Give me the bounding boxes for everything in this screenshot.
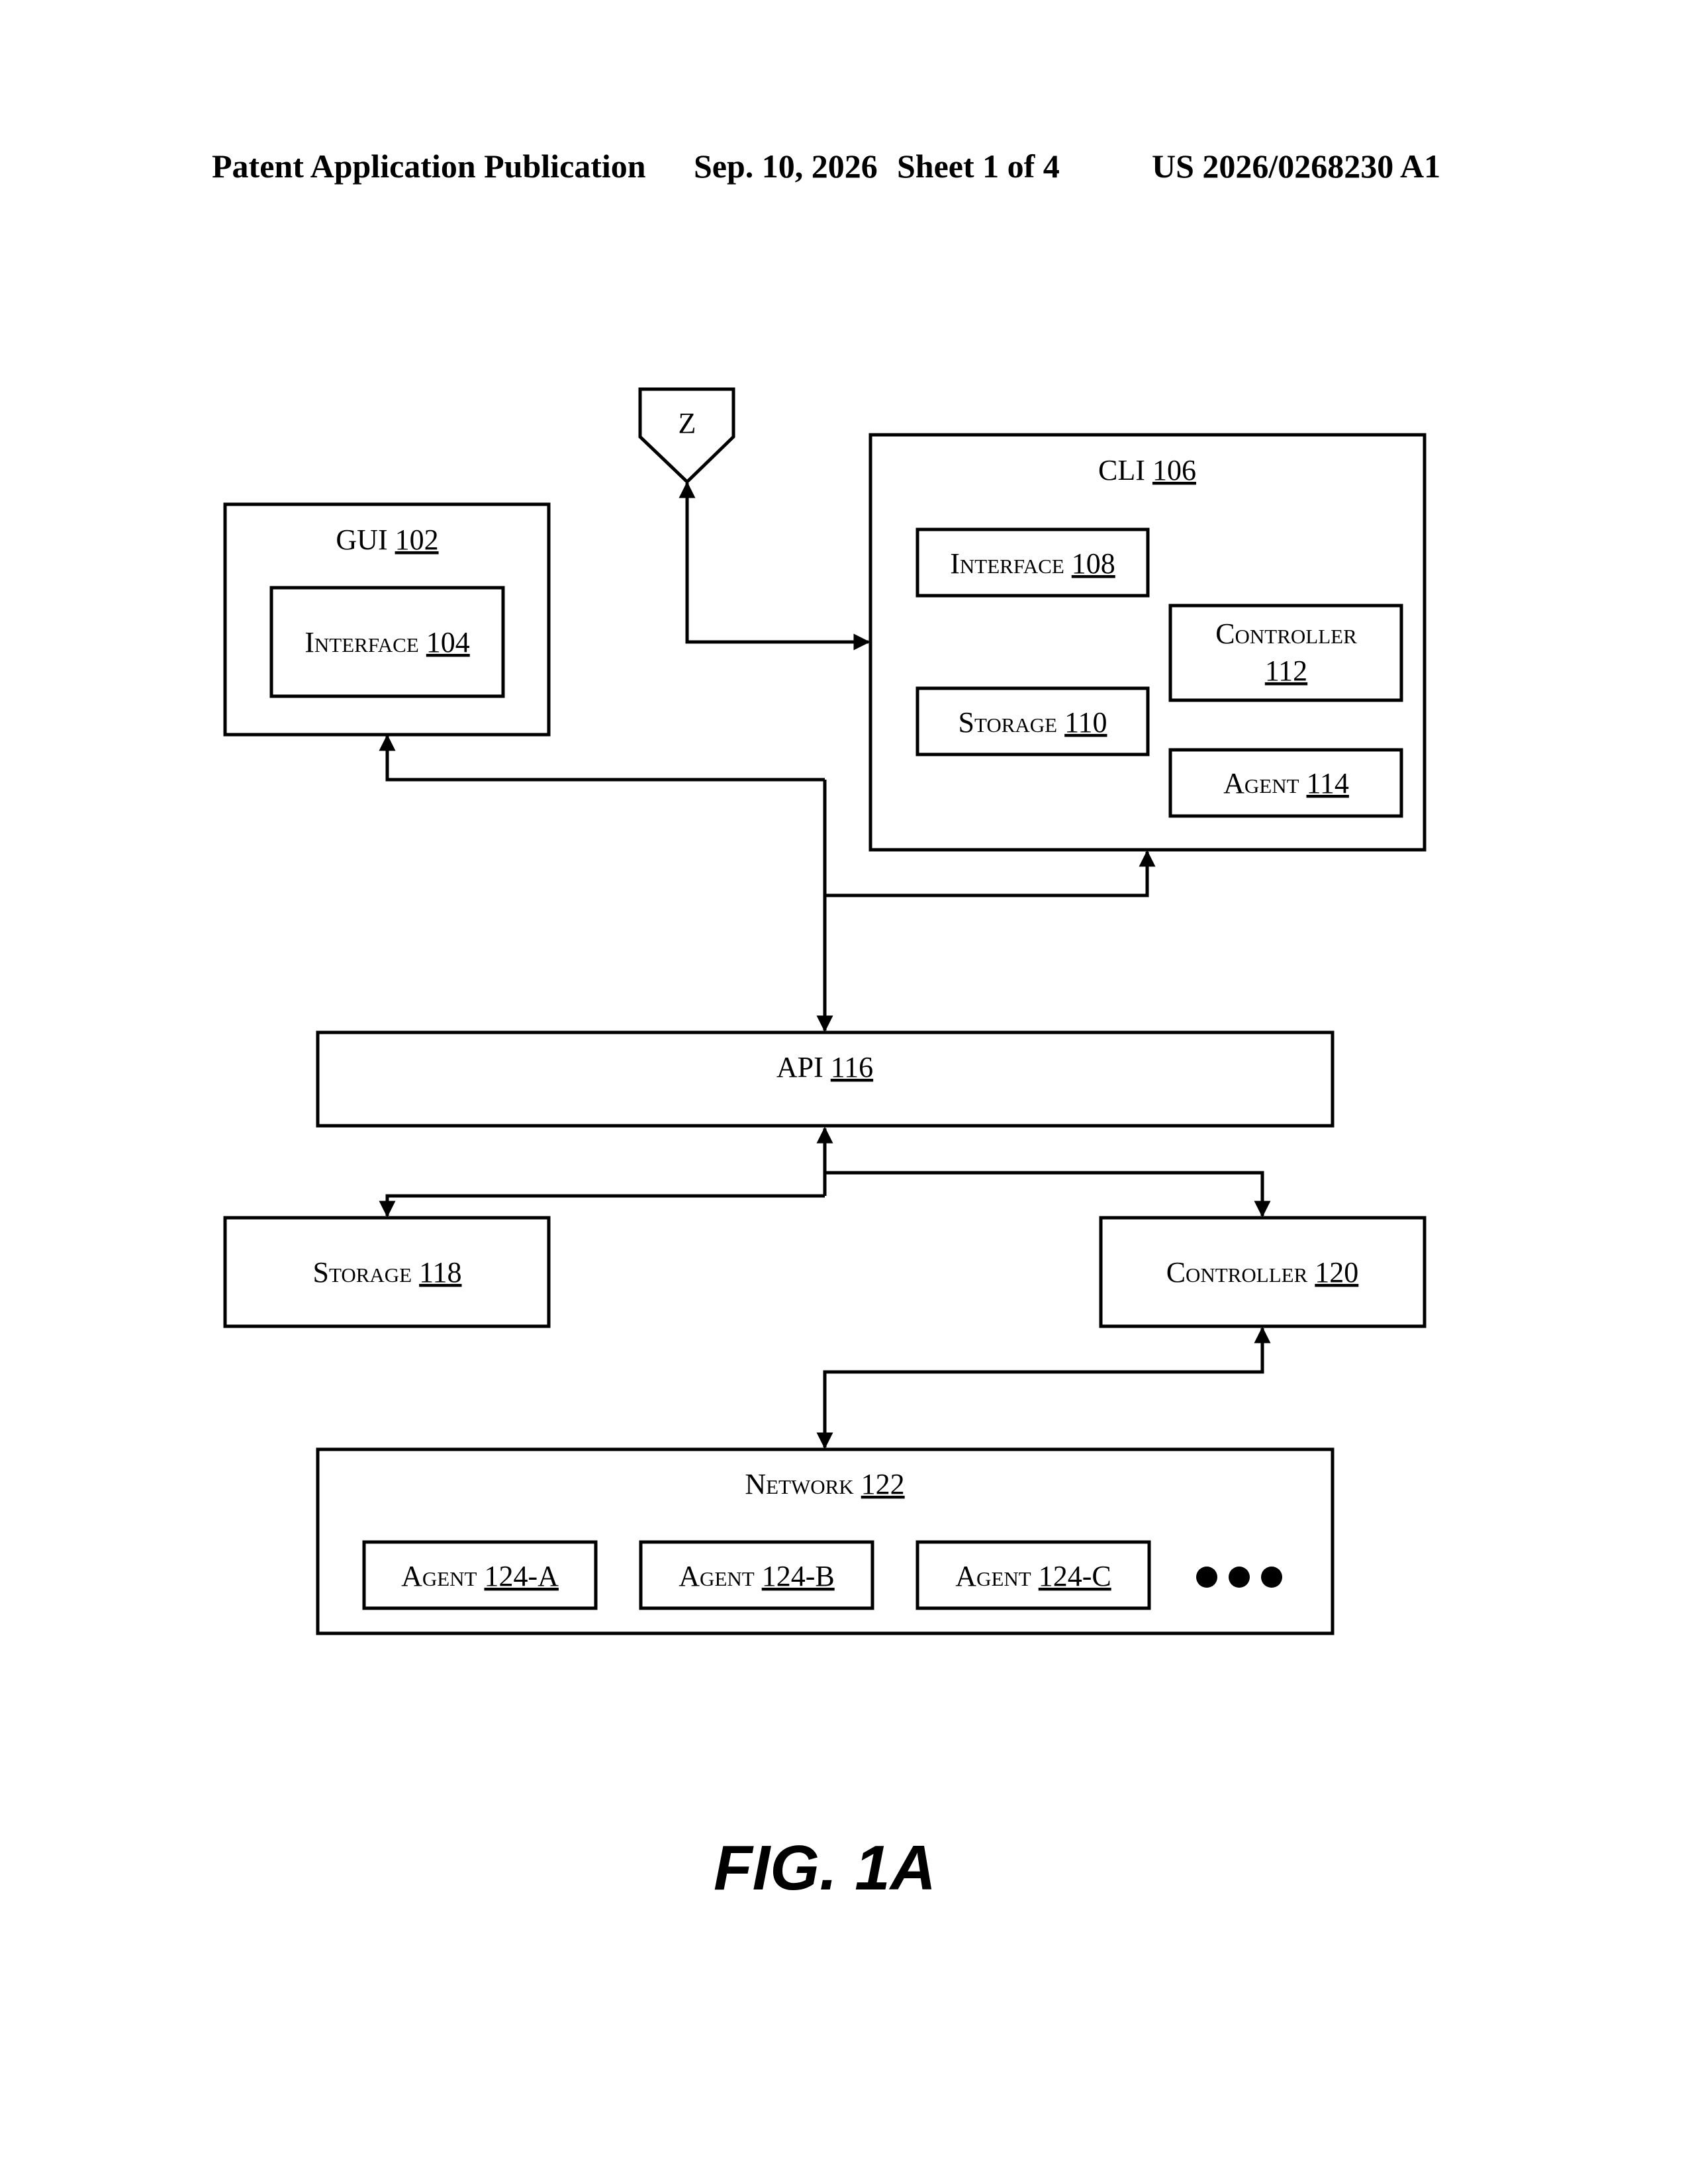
agent-114-name: Agent xyxy=(1223,767,1299,799)
agent-124a-label: Agent 124-A xyxy=(401,1560,559,1592)
network-ref: 122 xyxy=(861,1468,905,1500)
figure-label: FIG. 1A xyxy=(714,1833,936,1903)
gui-ref: 102 xyxy=(395,523,439,556)
dot xyxy=(1229,1567,1250,1588)
page-header: Patent Application Publication Sep. 10, … xyxy=(212,148,1440,185)
sheet-number: Sheet 1 of 4 xyxy=(897,148,1060,185)
arrow-api-to-storage xyxy=(387,1196,825,1216)
connector-label: Z xyxy=(679,407,696,439)
network-name: Network xyxy=(745,1468,854,1500)
cli-block: CLI 106 Interface 108 Storage 110 Contro… xyxy=(870,435,1425,850)
publication-date: Sep. 10, 2026 xyxy=(694,148,878,185)
network-label: Network 122 xyxy=(745,1468,904,1500)
storage-118-name: Storage xyxy=(313,1256,412,1289)
gui-title: GUI 102 xyxy=(336,523,438,556)
cli-name: CLI xyxy=(1098,454,1145,486)
controller-120-label: Controller 120 xyxy=(1166,1256,1359,1289)
ellipsis-dots-icon xyxy=(1196,1567,1282,1588)
dot xyxy=(1196,1567,1217,1588)
arrow-z-to-cli xyxy=(687,483,868,642)
dot xyxy=(1261,1567,1282,1588)
agent-114-ref: 114 xyxy=(1307,767,1349,799)
interface-104-name: Interface xyxy=(305,626,419,659)
controller-120-name: Controller xyxy=(1166,1256,1308,1289)
controller-112-name: Controller xyxy=(1215,617,1357,650)
cli-title: CLI 106 xyxy=(1098,454,1196,486)
arrow-api-to-cli xyxy=(825,852,1147,895)
api-label: API 116 xyxy=(776,1051,873,1083)
agent-114-label: Agent 114 xyxy=(1223,767,1349,799)
controller-112-ref: 112 xyxy=(1265,655,1307,687)
agent-124c-name: Agent xyxy=(955,1560,1031,1592)
agent-124b-name: Agent xyxy=(679,1560,754,1592)
cli-ref: 106 xyxy=(1152,454,1196,486)
arrow-controller-network xyxy=(825,1328,1262,1447)
api-block: API 116 xyxy=(318,1032,1333,1126)
network-block: Network 122 Agent 124-A Agent 124-B Agen… xyxy=(318,1449,1333,1633)
agent-124a-name: Agent xyxy=(401,1560,477,1592)
offpage-connector-z: Z xyxy=(640,389,733,482)
interface-108-ref: 108 xyxy=(1072,547,1115,580)
interface-104-label: Interface 104 xyxy=(305,626,470,659)
storage-118-ref: 118 xyxy=(419,1256,461,1289)
storage-110-label: Storage 110 xyxy=(959,706,1107,739)
storage-118-label: Storage 118 xyxy=(313,1256,462,1289)
interface-108-label: Interface 108 xyxy=(950,547,1115,580)
agent-124c-label: Agent 124-C xyxy=(955,1560,1111,1592)
api-name: API xyxy=(776,1051,823,1083)
storage-110-ref: 110 xyxy=(1064,706,1107,739)
agent-124a-ref: 124-A xyxy=(484,1560,559,1592)
storage-118-block: Storage 118 xyxy=(225,1218,549,1326)
interface-104-ref: 104 xyxy=(426,626,470,659)
arrow-api-to-controller xyxy=(825,1173,1262,1216)
publication-number: US 2026/0268230 A1 xyxy=(1152,148,1440,185)
agent-124b-label: Agent 124-B xyxy=(679,1560,834,1592)
api-ref: 116 xyxy=(831,1051,873,1083)
controller-120-ref: 120 xyxy=(1315,1256,1358,1289)
arrow-api-to-gui xyxy=(387,736,825,780)
gui-name: GUI xyxy=(336,523,387,556)
controller-120-block: Controller 120 xyxy=(1101,1218,1425,1326)
agent-124c-ref: 124-C xyxy=(1039,1560,1111,1592)
gui-block: GUI 102 Interface 104 xyxy=(225,504,549,735)
publication-title: Patent Application Publication xyxy=(212,148,646,185)
storage-110-name: Storage xyxy=(959,706,1058,739)
agent-124b-ref: 124-B xyxy=(762,1560,835,1592)
interface-108-name: Interface xyxy=(950,547,1064,580)
